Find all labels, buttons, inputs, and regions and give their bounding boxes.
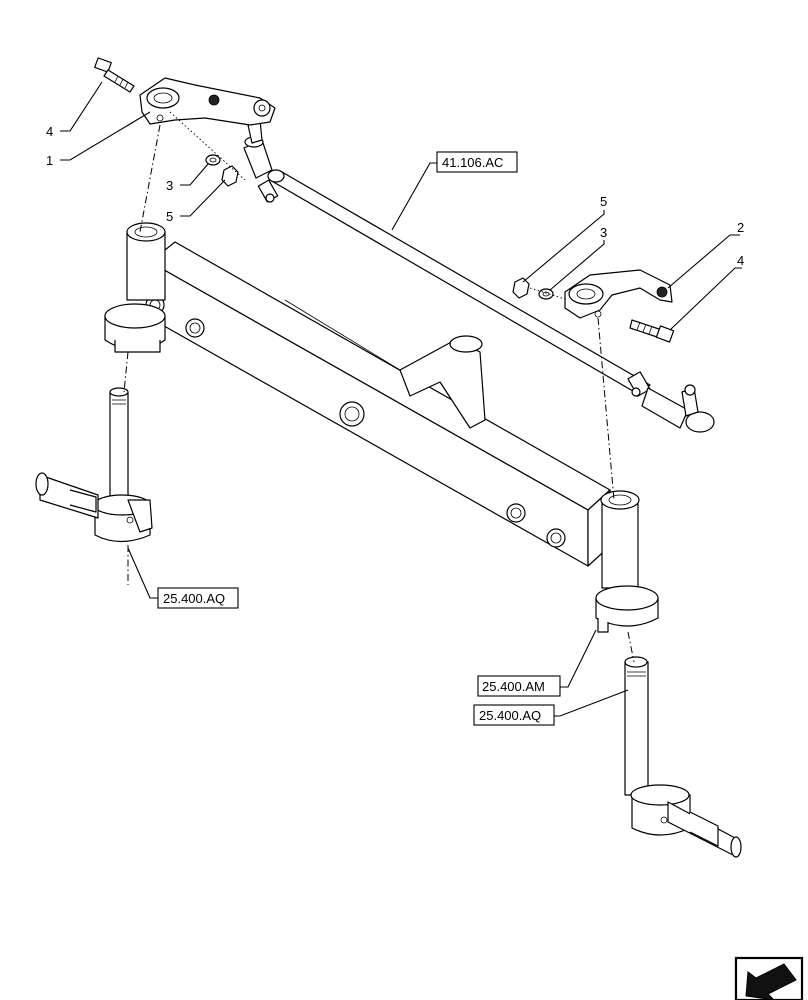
svg-text:25.400.AQ: 25.400.AQ <box>479 708 541 723</box>
left-steering-arm <box>139 77 276 126</box>
left-steering-spindle <box>35 387 153 543</box>
reference-right-spindle[interactable]: 25.400.AQ <box>473 704 555 726</box>
left-kingpin-housing <box>104 222 166 353</box>
assembly-centerlines <box>123 111 635 663</box>
right-steering-spindle <box>624 656 742 858</box>
right-steering-arm <box>564 269 673 319</box>
tie-rod-assembly <box>243 119 715 433</box>
callout-2: 2 <box>737 220 744 235</box>
arrow-icon[interactable] <box>734 956 804 1000</box>
callout-1: 1 <box>46 153 53 168</box>
svg-text:25.400.AQ: 25.400.AQ <box>163 591 225 606</box>
svg-text:41.106.AC: 41.106.AC <box>442 155 503 170</box>
axle-beam <box>145 241 611 567</box>
reference-tie-rod[interactable]: 41.106.AC <box>436 151 518 173</box>
svg-text:25.400.AM: 25.400.AM <box>482 679 545 694</box>
callout-5-right: 5 <box>600 194 607 209</box>
right-kingpin-housing <box>595 490 659 633</box>
callout-4-top: 4 <box>46 124 53 139</box>
reference-left-spindle[interactable]: 25.400.AQ <box>157 587 239 609</box>
callout-numbers: 4 1 3 5 5 3 2 4 <box>46 124 744 268</box>
reference-right-bushing[interactable]: 25.400.AM <box>477 675 561 697</box>
callout-3-right: 3 <box>600 225 607 240</box>
callout-4-right: 4 <box>737 253 744 268</box>
fasteners <box>94 57 675 343</box>
callout-3-left: 3 <box>166 178 173 193</box>
callout-5-left: 5 <box>166 209 173 224</box>
callout-leaders <box>60 81 742 717</box>
